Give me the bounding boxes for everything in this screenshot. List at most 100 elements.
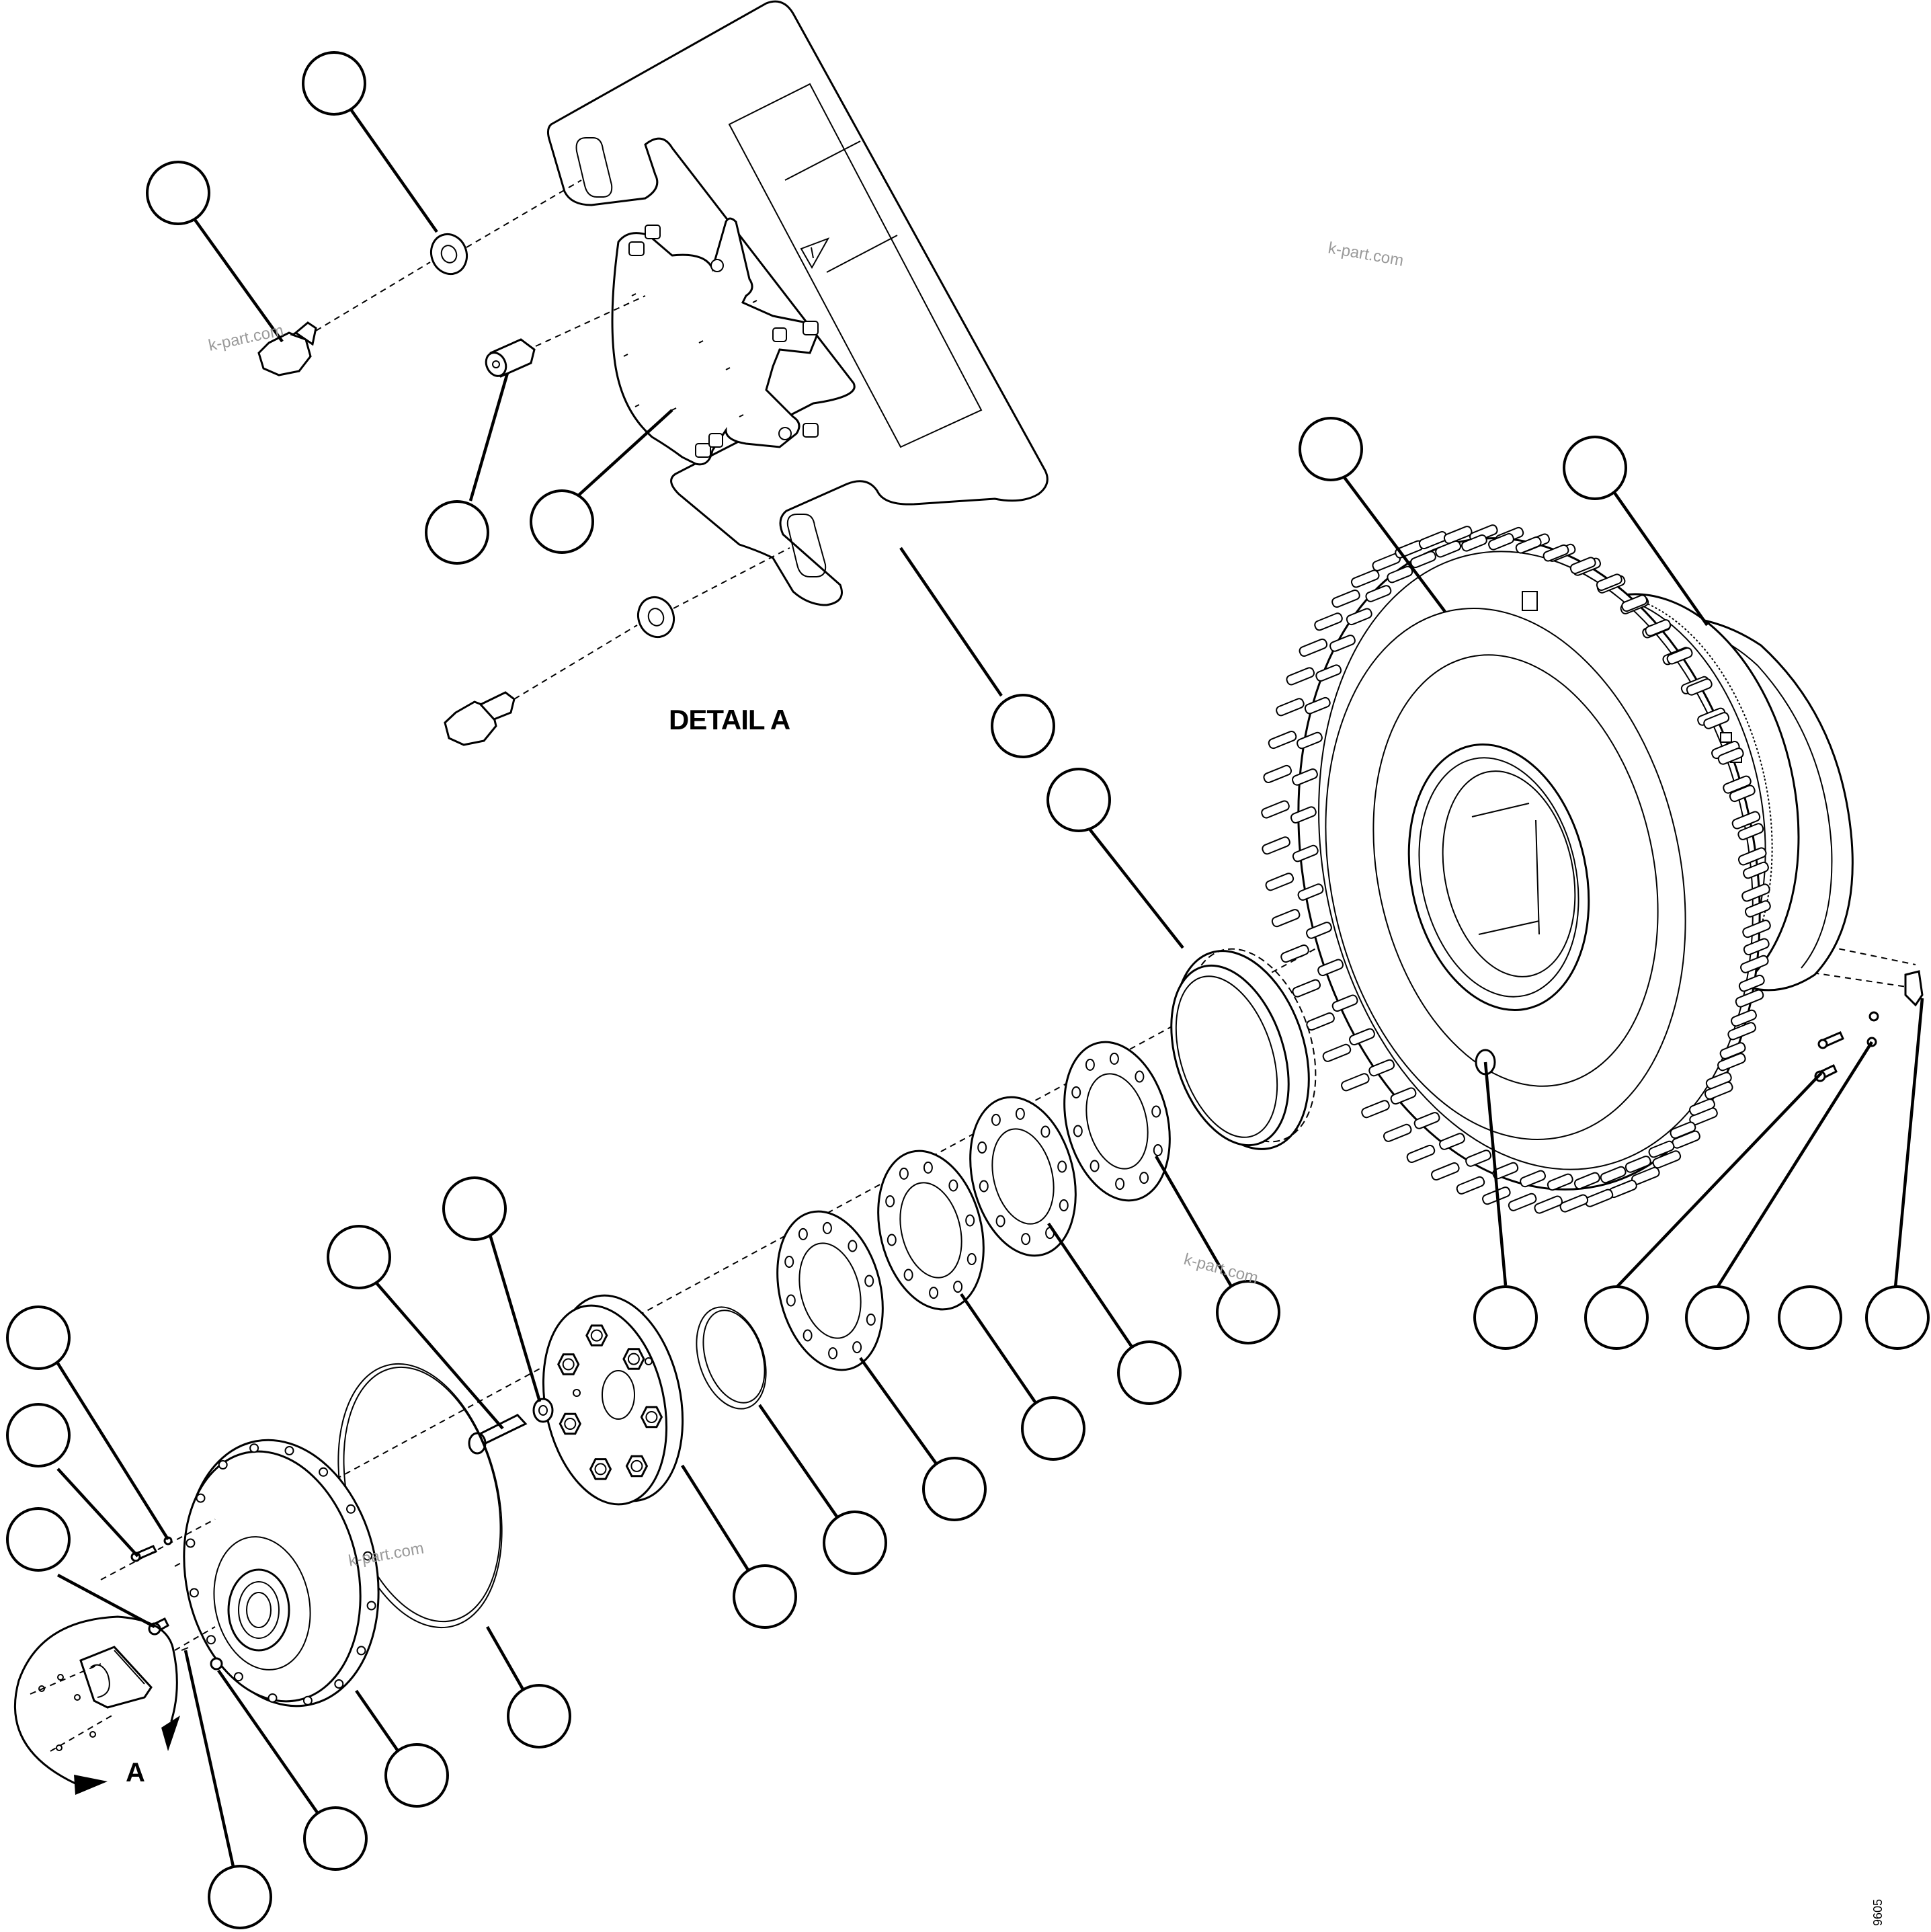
converter-stud — [1383, 1123, 1412, 1142]
converter-stud — [1534, 1195, 1563, 1214]
converter-stud — [1735, 989, 1764, 1008]
converter-stud — [1322, 1043, 1352, 1062]
callout-bubble — [1584, 1285, 1649, 1350]
converter-stud — [1515, 536, 1542, 554]
cover-bolt-hole — [196, 1493, 206, 1503]
hex-bolt-upper — [257, 321, 317, 376]
bolt-hole — [1085, 1058, 1095, 1071]
sensor-trigger-plate — [611, 217, 818, 466]
socket-head-screw — [485, 338, 536, 378]
bolt-hole — [1073, 1125, 1083, 1137]
dowel-pin — [210, 1657, 223, 1671]
converter-stud — [1600, 1166, 1627, 1184]
washer-lower — [637, 596, 675, 639]
bolt-hole — [1139, 1172, 1149, 1184]
small-screw-1 — [130, 1536, 173, 1562]
watermark: k-part.com — [1182, 1250, 1260, 1287]
cover-bolt-hole — [206, 1635, 216, 1645]
converter-stud — [1346, 608, 1372, 626]
callout-bubble — [1778, 1285, 1842, 1350]
upper-slot — [575, 137, 613, 198]
converter-stud — [1297, 731, 1323, 750]
converter-stud — [1743, 861, 1769, 879]
converter-stud — [1648, 1140, 1675, 1158]
converter-stud — [1596, 573, 1622, 592]
converter-stud — [1703, 712, 1730, 729]
bolt-hole — [786, 1294, 796, 1307]
cover-bolt-hole — [186, 1538, 196, 1548]
bolt-hole — [848, 1240, 858, 1252]
bolt-hole — [864, 1275, 874, 1287]
bolt-hole — [1135, 1070, 1145, 1083]
converter-stud — [1271, 909, 1301, 928]
converter-stud — [1439, 1133, 1465, 1150]
converter-stud — [1731, 811, 1761, 830]
bolt-hole — [903, 1269, 913, 1281]
converter-stud — [1738, 974, 1765, 992]
converter-stud — [1390, 1087, 1417, 1105]
converter-stud — [1652, 1150, 1682, 1169]
lock-tab — [1904, 970, 1924, 1007]
callout-bubble — [208, 1865, 272, 1929]
converter-stud — [1406, 1144, 1436, 1164]
converter-stud — [1443, 526, 1473, 545]
cover-bolt-hole — [366, 1601, 376, 1611]
converter-stud — [1331, 590, 1360, 608]
converter-stud — [1361, 1100, 1390, 1119]
bolt-hole — [828, 1347, 838, 1360]
callout-bubble — [823, 1511, 887, 1575]
stud — [772, 327, 787, 342]
cover-bolt-hole — [302, 1695, 313, 1705]
hub-bolt-head — [559, 1412, 581, 1435]
plate-window-panel — [728, 83, 983, 448]
stud — [803, 423, 819, 438]
converter-stud — [1413, 1112, 1440, 1129]
small-screw-2 — [148, 1617, 169, 1636]
converter-stud — [1705, 1072, 1732, 1090]
converter-stud — [1465, 1150, 1492, 1167]
toothed-drive-ring — [1170, 948, 1317, 1150]
converter-stud — [1292, 768, 1318, 786]
snap-ring — [696, 1306, 767, 1410]
shim-plate — [1063, 1041, 1171, 1202]
callout-bubble — [507, 1684, 571, 1748]
converter-stud — [1719, 1042, 1746, 1059]
bolt-hole — [1040, 1125, 1051, 1138]
bolt-hole — [1109, 1052, 1119, 1065]
bolt-hole — [1151, 1105, 1161, 1118]
mounting-bracket-plate — [546, 0, 1049, 606]
cover-bolt-hole — [356, 1646, 366, 1656]
bolt-hole — [822, 1221, 832, 1234]
drive-lug — [1522, 591, 1538, 611]
cover-bolt-hole — [268, 1693, 278, 1703]
converter-stud — [1368, 1059, 1395, 1077]
callout-bubble — [1216, 1280, 1280, 1344]
bolt-hole — [1153, 1144, 1163, 1156]
hub-bolt-head — [625, 1455, 649, 1478]
hub-bolts — [557, 1324, 663, 1480]
bolt-hole — [977, 1141, 987, 1154]
bolt-hole — [852, 1341, 862, 1354]
converter-stud — [1729, 784, 1756, 803]
cover-bolt-hole — [363, 1551, 373, 1561]
cover-bolt-holes — [186, 1443, 376, 1705]
bolt-hole — [1059, 1199, 1069, 1211]
lower-slot — [786, 514, 827, 577]
converter-stud — [1488, 533, 1514, 551]
shim-plates — [776, 1041, 1171, 1371]
callout-bubble — [1865, 1285, 1930, 1350]
callout-bubble — [1021, 1396, 1085, 1461]
converter-stud — [1621, 594, 1648, 612]
view-arrow-right — [74, 1775, 108, 1795]
converter-center-bore — [1407, 743, 1590, 1011]
hub-bolt-head — [640, 1406, 663, 1428]
shim-plate — [877, 1150, 985, 1311]
converter-stud — [1456, 1176, 1485, 1195]
cover-bolt-hole — [218, 1460, 228, 1470]
hub-bolt-with-washer — [468, 1398, 554, 1455]
converter-stud — [1431, 1162, 1460, 1181]
callout-bubble — [530, 489, 594, 554]
bolt-hole — [798, 1227, 808, 1240]
hub-bolt-head — [589, 1458, 612, 1480]
hub-bolt-head — [585, 1324, 608, 1346]
